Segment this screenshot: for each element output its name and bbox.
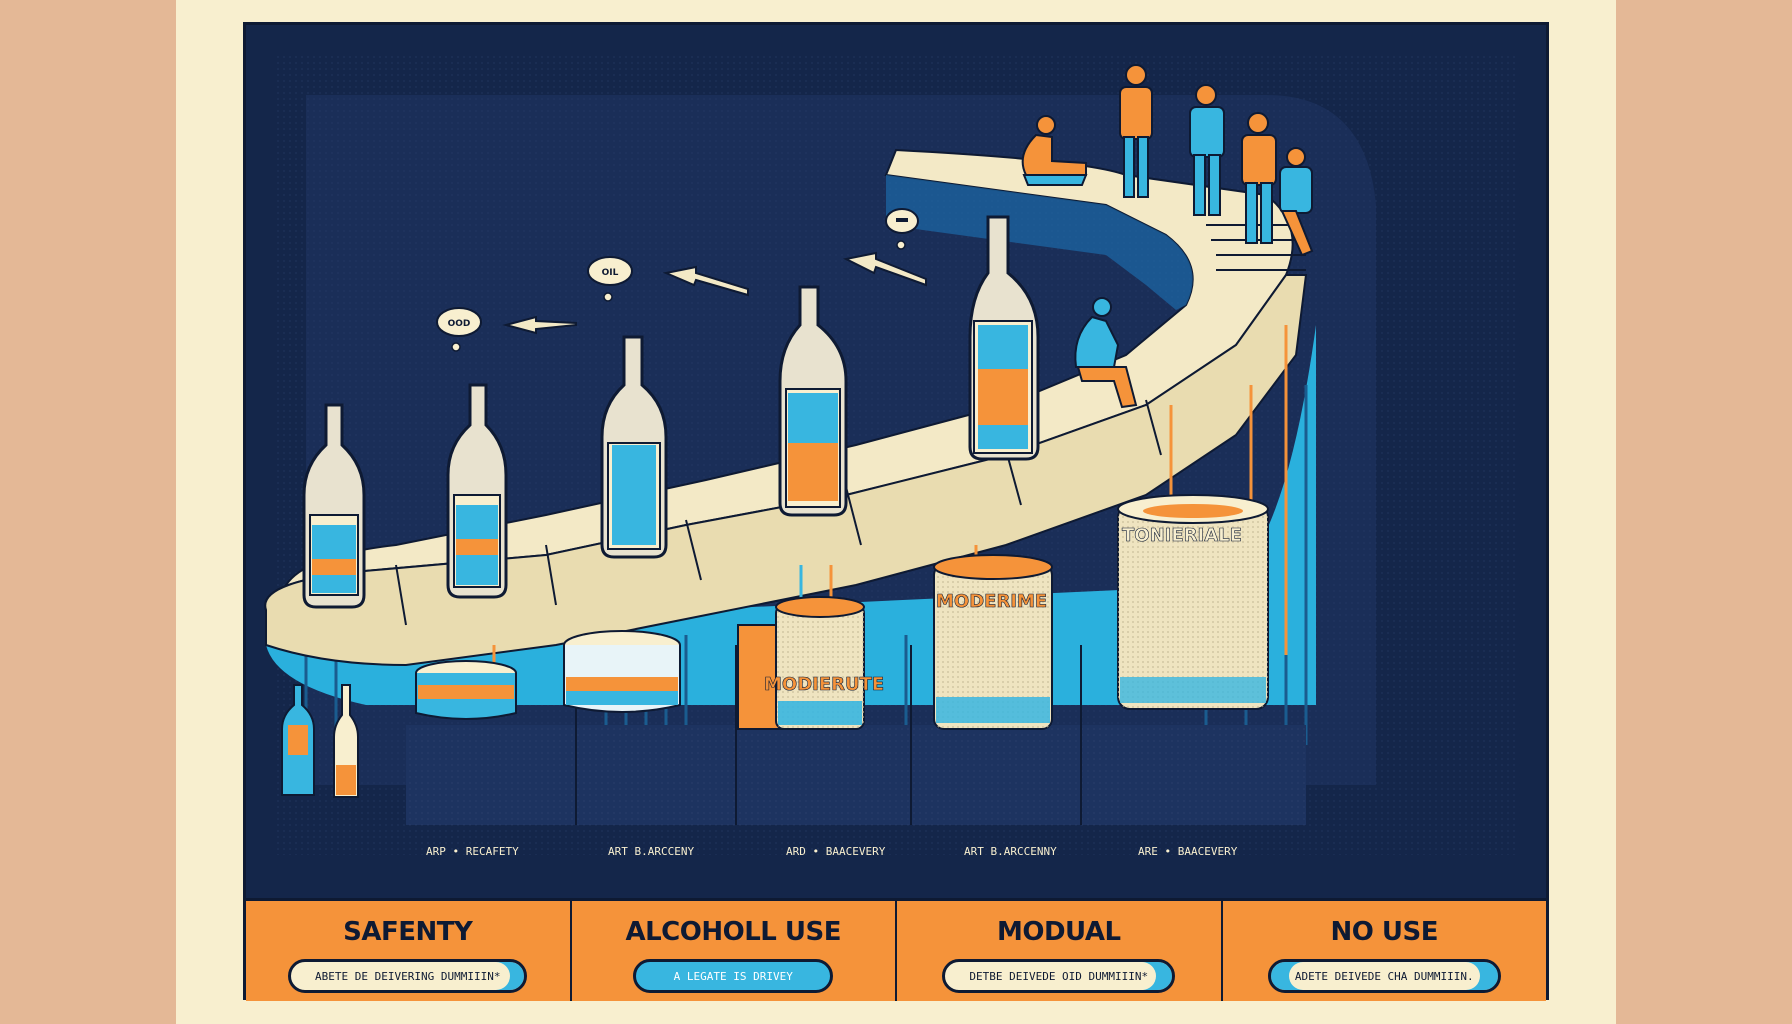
bubble-1-text: OOD [448,319,471,329]
legend-title-no-use: NO USE [1330,917,1438,947]
bottle-4 [778,285,848,517]
bubble-2: OIL [587,256,633,302]
bottle-2 [446,383,508,599]
legend-pill-safenty[interactable]: ABETE DE DEIVERING DUMMIIIN* [288,959,528,993]
legend-pill-no-use[interactable]: ADETE DEIVEDE CHA DUMMIIIN. [1267,959,1501,993]
container-4 [933,554,1053,730]
container-3 [737,596,865,730]
legend-cell-safenty: SAFENTY ABETE DE DEIVERING DUMMIIIN* [246,901,572,1001]
people-figures [1021,64,1314,409]
legend-pill-modual[interactable]: DETBE DEIVEDE OID DUMMIIIN* [942,959,1176,993]
container-2 [563,630,681,713]
base-label-4: ART B.ARCCENNY [964,845,1057,858]
small-bottles [281,684,359,798]
bottle-3 [600,335,668,559]
legend-title-modual: MODUAL [996,917,1121,947]
legend-cell-alcoholl-use: ALCOHOLL USE A LEGATE IS DRIVEY [572,901,897,1001]
bubble-1: OOD [436,307,482,352]
walkway-wall [266,325,1316,705]
legend-title-alcoholl-use: ALCOHOLL USE [625,917,842,947]
container-1 [415,660,517,720]
bottle-1 [302,403,366,609]
legend-title-safenty: SAFENTY [343,917,473,947]
base-label-3: ARD • BAACEVERY [786,845,886,858]
container-5 [1117,494,1269,710]
bottle-5 [968,215,1040,461]
base-label-2: ART B.ARCCENY [608,845,694,858]
bubble-2-text: OIL [602,268,619,278]
staircase-illustration: OOD OIL [264,55,1516,858]
base-label-5: ARE • BAACEVERY [1138,845,1238,858]
legend-cell-no-use: NO USE ADETE DEIVEDE CHA DUMMIIIN. [1223,901,1547,1001]
base-label-1: ARP • RECAFETY [426,845,519,858]
stage-label-moderiute: MODIERUTE [764,674,884,695]
bubble-3 [885,208,919,250]
stage-label-tonieriale: TONIERIALE [1122,525,1242,546]
illustration-frame: OOD OIL [243,22,1549,1000]
stage-label-moderime: MODERIME [936,591,1047,612]
legend-pill-alcoholl-use[interactable]: A LEGATE IS DRIVEY [633,959,834,993]
legend-cell-modual: MODUAL DETBE DEIVEDE OID DUMMIIIN* [897,901,1223,1001]
legend-bar: SAFENTY ABETE DE DEIVERING DUMMIIIN* ALC… [246,898,1546,1001]
